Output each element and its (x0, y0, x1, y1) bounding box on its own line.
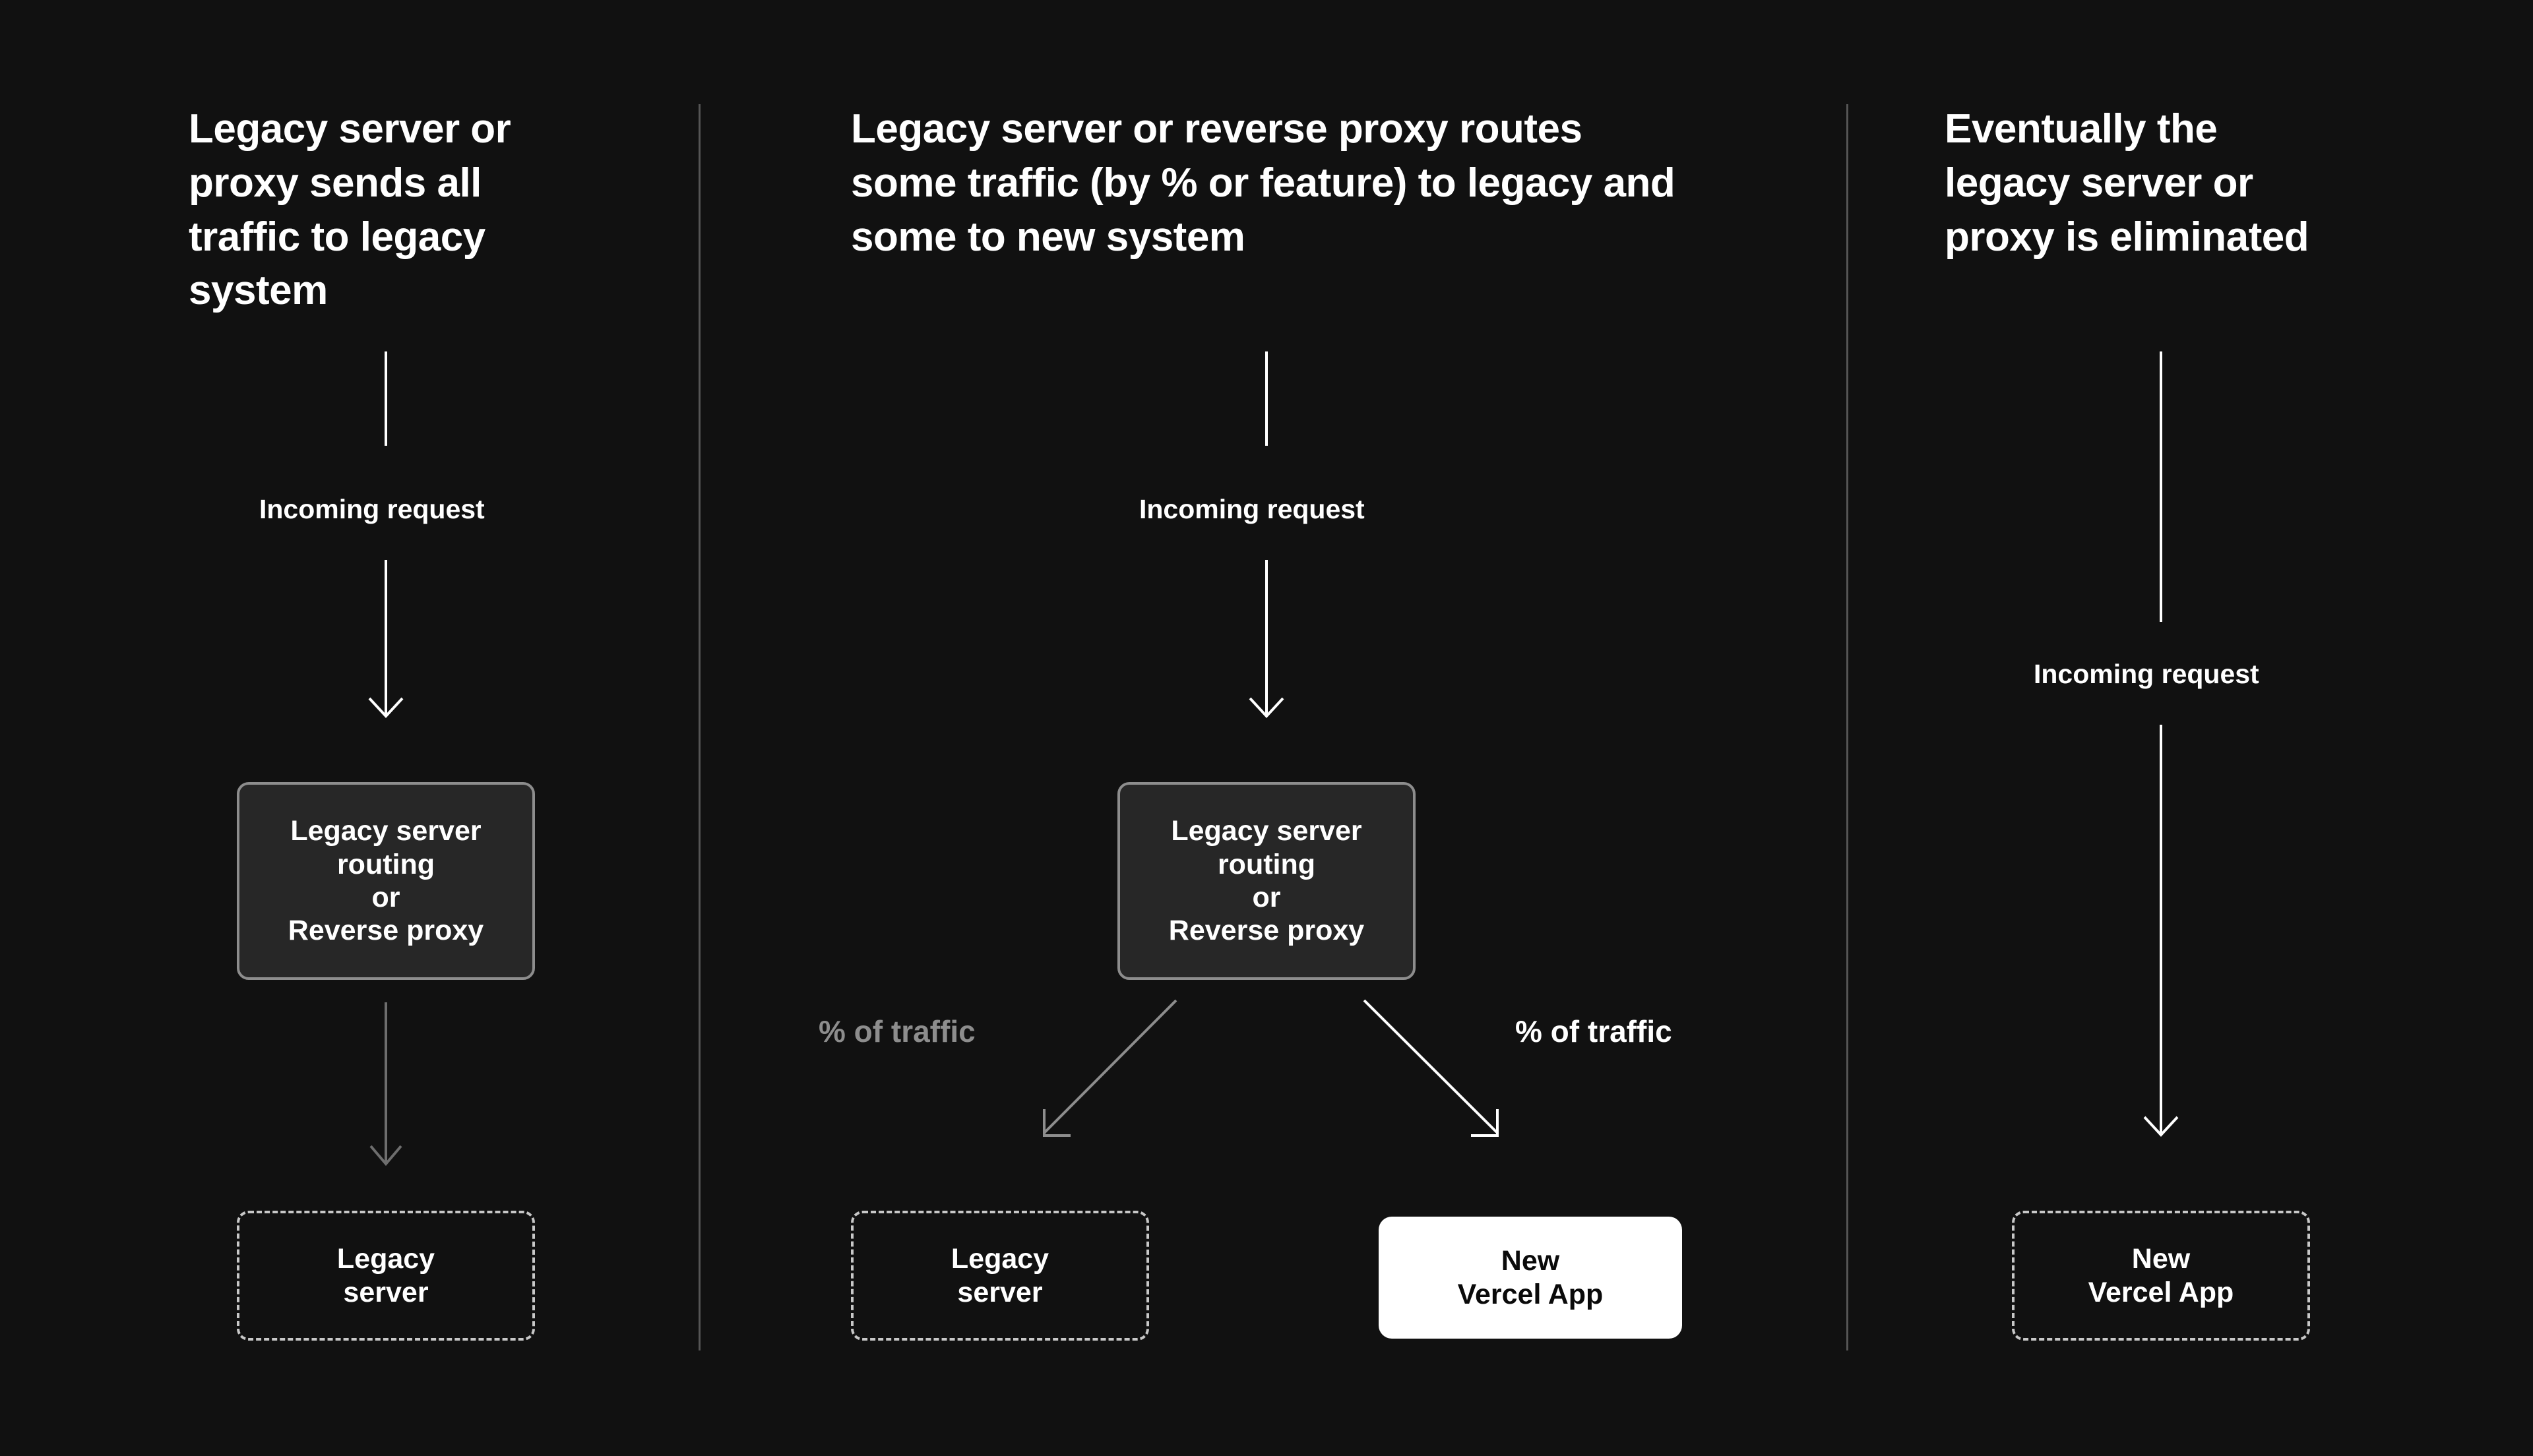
stage-2-traffic-label-right: % of traffic (1515, 1014, 1672, 1048)
stage-3-new-vercel-app-box[interactable]: New Vercel App (2012, 1211, 2310, 1341)
stage-2-legacy-server-box[interactable]: Legacy server (851, 1211, 1149, 1341)
stage-1-legacy-line-2: server (343, 1276, 429, 1308)
stage-2-legacy-line-2: server (957, 1276, 1043, 1308)
column-divider-1 (699, 104, 701, 1350)
stage-1-router-box[interactable]: Legacy server routing or Reverse proxy (237, 782, 535, 980)
stage-2-incoming-label: Incoming request (1139, 494, 1365, 524)
stage-3-incoming-label: Incoming request (2034, 659, 2259, 689)
stage-1-router-line-1: Legacy server (290, 815, 482, 847)
stage-1-router-line-3: or (371, 882, 400, 913)
stage-2-router-line-2: routing (1217, 848, 1316, 880)
column-divider-2 (1846, 104, 1848, 1350)
stage-1-router-line-2: routing (336, 848, 435, 880)
stage-2-router-box[interactable]: Legacy server routing or Reverse proxy (1117, 782, 1416, 980)
stage-2-router-line-4: Reverse proxy (1168, 915, 1365, 947)
stage-3-incoming-line-top (2160, 351, 2162, 622)
stage-2-router-line-1: Legacy server (1171, 815, 1362, 847)
stage-3-heading: Eventually the legacy server or proxy is… (1945, 106, 2309, 260)
stage-2-heading: Legacy server or reverse proxy routes so… (851, 106, 1675, 260)
stage-2-traffic-label-left: % of traffic (819, 1014, 976, 1048)
stage-1-legacy-server-box[interactable]: Legacy server (237, 1211, 535, 1341)
stage-2-incoming-line-top (1265, 351, 1268, 446)
stage-1-heading: Legacy server or proxy sends all traffic… (189, 106, 511, 314)
stage-1-incoming-line-top (385, 351, 387, 446)
stage-2-router-line-3: or (1252, 882, 1281, 913)
stage-1-router-line-4: Reverse proxy (288, 915, 484, 947)
stage-3-new-app-line-1: New (2131, 1243, 2191, 1275)
stage-2-legacy-line-1: Legacy (951, 1243, 1049, 1275)
stage-3-new-app-line-2: Vercel App (2088, 1276, 2234, 1308)
stage-1-legacy-line-1: Legacy (336, 1243, 435, 1275)
stage-2-new-app-line-2: Vercel App (1457, 1278, 1604, 1310)
stage-1-incoming-label: Incoming request (259, 494, 485, 524)
stage-2-new-app-line-1: New (1501, 1245, 1560, 1277)
stage-2-new-vercel-app-box[interactable]: New Vercel App (1379, 1217, 1682, 1339)
